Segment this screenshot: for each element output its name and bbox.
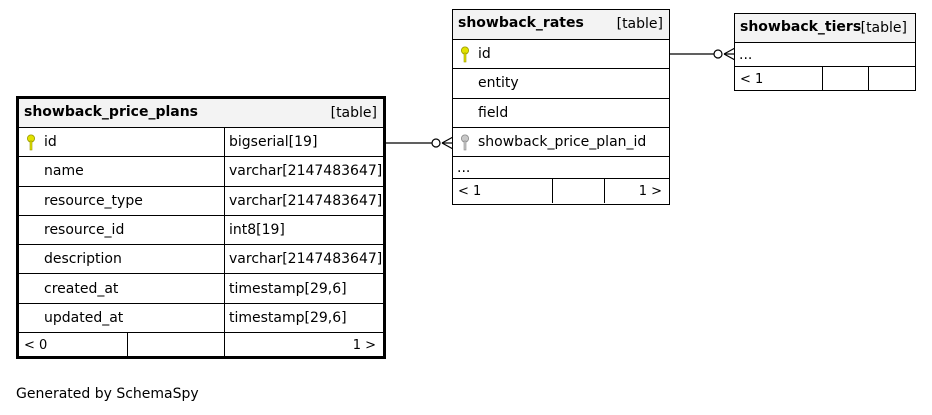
- column-name: created_at: [44, 280, 119, 297]
- column-row: showback_price_plan_id: [453, 128, 669, 158]
- table-footer: < 0 1 >: [19, 333, 383, 358]
- column-type: varchar[2147483647]: [224, 245, 382, 274]
- column-type: bigserial[19]: [224, 128, 317, 157]
- column-name: resource_id: [44, 222, 125, 239]
- column-name: resource_type: [44, 192, 143, 209]
- table-showback-tiers[interactable]: showback_tiers [table] ... < 1: [734, 13, 916, 91]
- parent-count[interactable]: < 1: [740, 71, 764, 87]
- parent-count[interactable]: < 1: [458, 183, 482, 199]
- table-footer: < 1 1 >: [453, 179, 669, 204]
- footer-divider: [127, 333, 128, 358]
- column-row: entity: [453, 69, 669, 99]
- table-name: showback_tiers: [740, 19, 862, 35]
- table-tag: [table]: [330, 105, 377, 121]
- footer-divider: [822, 67, 823, 91]
- more-columns: ...: [739, 46, 753, 63]
- table-header: showback_price_plans [table]: [19, 99, 383, 128]
- table-name: showback_price_plans: [24, 104, 199, 120]
- column-row: id: [453, 40, 669, 70]
- footer-divider: [868, 67, 869, 91]
- relationship-price-plans-to-rates: [385, 136, 454, 150]
- column-type: int8[19]: [224, 215, 285, 245]
- table-showback-rates[interactable]: showback_rates [table] id entity field s…: [452, 9, 670, 205]
- column-name: updated_at: [44, 309, 124, 326]
- table-footer: < 1: [735, 67, 915, 91]
- column-type: varchar[2147483647]: [224, 157, 382, 186]
- column-type: timestamp[29,6]: [224, 274, 347, 303]
- child-count[interactable]: 1 >: [638, 183, 662, 199]
- column-row: ...: [735, 43, 915, 67]
- column-name: field: [478, 104, 509, 121]
- table-showback-price-plans[interactable]: showback_price_plans [table] id bigseria…: [16, 96, 386, 359]
- column-row: ...: [453, 157, 669, 180]
- child-count[interactable]: 1 >: [352, 337, 376, 353]
- column-row: updated_at timestamp[29,6]: [19, 303, 383, 334]
- primary-key-icon: [27, 134, 35, 151]
- column-row: resource_id int8[19]: [19, 215, 383, 246]
- column-name: id: [44, 134, 57, 151]
- column-name: entity: [478, 75, 519, 92]
- table-header: showback_rates [table]: [453, 10, 669, 40]
- table-tag: [table]: [860, 20, 907, 36]
- column-row: id bigserial[19]: [19, 128, 383, 158]
- parent-count[interactable]: < 0: [24, 337, 48, 353]
- footer-divider: [224, 333, 225, 358]
- column-name: id: [478, 46, 491, 63]
- column-row: created_at timestamp[29,6]: [19, 274, 383, 304]
- primary-key-icon: [461, 46, 469, 63]
- column-name: showback_price_plan_id: [478, 134, 647, 151]
- footer-divider: [604, 179, 605, 204]
- footer-divider: [552, 179, 553, 204]
- column-name: name: [44, 163, 84, 180]
- relationship-rates-to-tiers: [670, 47, 736, 61]
- generator-credit: Generated by SchemaSpy: [16, 386, 199, 402]
- column-row: resource_type varchar[2147483647]: [19, 186, 383, 216]
- column-row: field: [453, 99, 669, 128]
- table-tag: [table]: [616, 16, 663, 32]
- more-columns: ...: [457, 159, 471, 176]
- column-type: timestamp[29,6]: [224, 303, 347, 333]
- column-row: description varchar[2147483647]: [19, 245, 383, 275]
- column-name: description: [44, 251, 122, 268]
- table-header: showback_tiers [table]: [735, 14, 915, 43]
- foreign-key-icon: [461, 134, 469, 151]
- table-name: showback_rates: [458, 15, 584, 31]
- column-row: name varchar[2147483647]: [19, 157, 383, 187]
- column-type: varchar[2147483647]: [224, 186, 382, 215]
